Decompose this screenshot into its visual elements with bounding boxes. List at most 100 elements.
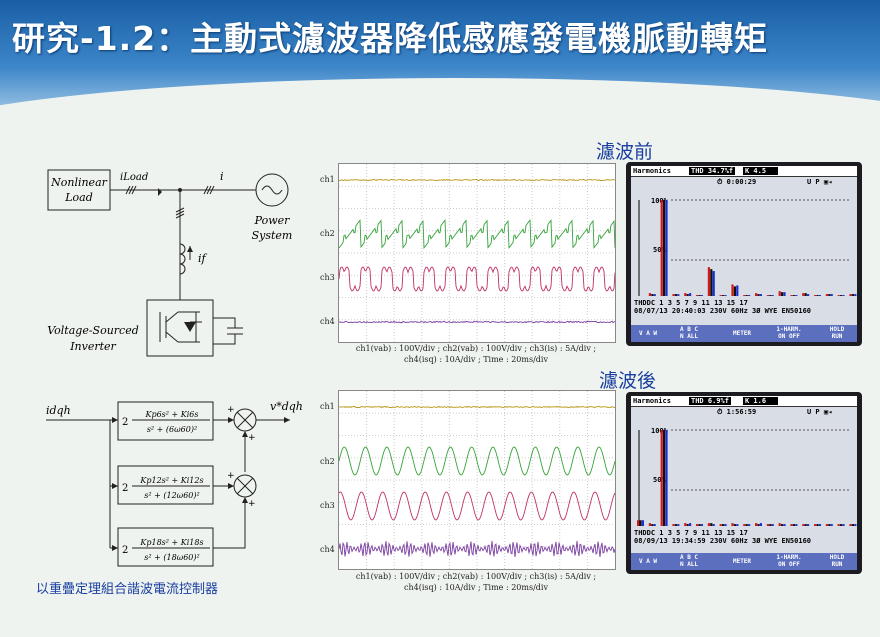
softkey-1[interactable]: V A W — [633, 554, 663, 569]
status-icons: U P ▣◂ — [807, 178, 832, 186]
label-after-filter: 濾波後 — [599, 366, 656, 393]
harmonic-bar-1 — [665, 200, 667, 296]
softkey-row: V A W A B C N ALL METER 1-HARM. ON OFF HOLD … — [631, 325, 857, 342]
tf-block-12: 2 Kp12s² + Ki12s s² + (12ω60)² — [122, 476, 210, 500]
control-diagram: + + + + idqh v*dqh 2 Kp6s² + Ki6s s² + (… — [40, 390, 310, 570]
harmonic-bar-8 — [743, 295, 745, 296]
harmonic-bar-DC — [654, 294, 656, 296]
harmonic-bar-11 — [781, 524, 783, 526]
scope-caption-line2: ch4(isq) : 10A/div ; Time : 20ms/div — [338, 582, 614, 593]
idqh-label: idqh — [46, 404, 71, 417]
harmonic-bar-1 — [661, 200, 663, 296]
harmonic-bar-14 — [819, 524, 821, 526]
plus-sign: + — [227, 471, 235, 481]
load-label-2: Load — [64, 191, 93, 204]
harmonic-bar-10 — [772, 295, 774, 296]
harmonic-bar-THD — [639, 520, 641, 526]
harmonic-bar-11 — [783, 524, 785, 526]
ch2-label: ch2 — [320, 229, 335, 238]
harmonic-bar-3 — [689, 293, 691, 296]
i-label: i — [220, 170, 224, 183]
harmonic-bar-6 — [720, 524, 722, 526]
meter-status-line: 08/09/13 19:34:59 230V 60Hz 3Ø WYE EN501… — [634, 537, 811, 545]
load-label-1: Nonlinear — [50, 176, 108, 189]
harmonic-bar-13 — [807, 294, 809, 296]
ch4-trace — [339, 541, 615, 557]
svg-text:Kp18s² + Ki18s: Kp18s² + Ki18s — [139, 538, 203, 547]
ch4-label: ch4 — [320, 317, 335, 326]
harmonic-bar-12 — [790, 524, 792, 526]
softkey-2[interactable]: A B C N ALL — [671, 554, 707, 569]
harmonic-bar-5 — [708, 267, 710, 296]
harmonic-bar-11 — [779, 291, 781, 296]
harmonic-bar-8 — [748, 524, 750, 526]
harmonic-bar-9 — [757, 294, 759, 296]
softkey-5[interactable]: HOLD RUN — [819, 326, 855, 341]
ch1-label: ch1 — [320, 175, 335, 184]
softkey-5[interactable]: HOLD RUN — [819, 554, 855, 569]
power-label-1: Power — [254, 214, 291, 227]
scope-caption-line1: ch1(vab) : 100V/div ; ch2(vab) : 100V/di… — [338, 571, 614, 582]
harmonic-bar-13 — [807, 524, 809, 526]
harmonic-bar-9 — [755, 293, 757, 296]
harmonic-bar-1 — [661, 430, 663, 526]
harmonic-bar-7 — [734, 524, 736, 526]
softkey-4[interactable]: 1-HARM. ON OFF — [767, 326, 811, 341]
harmonic-bar-15 — [826, 524, 828, 526]
softkey-3[interactable]: METER — [723, 554, 761, 569]
harmonic-bar-16 — [842, 295, 844, 296]
harmonic-bar-11 — [781, 292, 783, 296]
svg-text:s² + (6ω60)²: s² + (6ω60)² — [147, 425, 197, 434]
power-label-2: System — [252, 229, 293, 242]
harmonic-bar-15 — [828, 294, 830, 296]
harmonics-bars — [631, 418, 857, 528]
svg-text:Kp12s² + Ki12s: Kp12s² + Ki12s — [139, 476, 203, 485]
scope-caption-line2: ch4(isq) : 10A/div ; Time : 20ms/div — [338, 354, 614, 365]
tf-block-6: 2 Kp6s² + Ki6s s² + (6ω60)² — [122, 410, 210, 434]
harmonic-bar-13 — [802, 293, 804, 296]
softkey-3[interactable]: METER — [723, 326, 761, 341]
harmonic-bar-11 — [779, 523, 781, 526]
harmonic-bar-9 — [760, 294, 762, 296]
k-factor-readout: K 1.6 — [743, 397, 778, 405]
scope-before-traces — [339, 164, 615, 342]
harmonic-bar-16 — [840, 524, 842, 526]
harmonic-bar-3 — [684, 293, 686, 296]
thd-readout: THD 34.7%f — [689, 167, 735, 175]
ch2-label: ch2 — [320, 457, 335, 466]
harmonic-bar-7 — [731, 523, 733, 526]
harmonic-bar-12 — [790, 295, 792, 296]
harmonic-bar-DC — [649, 523, 651, 526]
harmonic-bar-THD — [637, 520, 639, 526]
status-icons: U P ▣◂ — [807, 408, 832, 416]
circuit-diagram: Nonlinear Load iLoad i if Power System V… — [40, 160, 310, 360]
harmonic-bar-15 — [831, 294, 833, 296]
harmonic-bar-7 — [736, 524, 738, 526]
plus-sign: + — [248, 499, 256, 509]
harmonic-bar-2 — [672, 524, 674, 526]
harmonic-bar-3 — [687, 294, 689, 296]
scope-caption-after: ch1(vab) : 100V/div ; ch2(vab) : 100V/di… — [338, 571, 614, 593]
softkey-4[interactable]: 1-HARM. ON OFF — [767, 554, 811, 569]
harmonic-bar-12 — [793, 524, 795, 526]
plus-sign: + — [248, 433, 256, 443]
harmonic-bar-2 — [677, 524, 679, 526]
harmonic-bar-10 — [769, 295, 771, 296]
elapsed-time: ⏱ 0:00:29 — [717, 178, 756, 187]
harmonic-bar-4 — [698, 295, 700, 296]
harmonic-bar-14 — [814, 295, 816, 296]
svg-text:2: 2 — [122, 545, 128, 556]
harmonic-bar-16 — [842, 524, 844, 526]
meter-status-line: 08/07/13 20:40:03 230V 60Hz 3Ø WYE EN501… — [634, 307, 811, 315]
harmonic-bar-DC — [654, 524, 656, 526]
vdqh-label: v*dqh — [270, 400, 303, 413]
softkey-2[interactable]: A B C N ALL — [671, 326, 707, 341]
svg-text:2: 2 — [122, 417, 128, 428]
harmonic-bar-3 — [689, 523, 691, 526]
scope-after-traces — [339, 391, 615, 569]
harmonic-axis: THDDC 1 3 5 7 9 11 13 15 17 — [634, 529, 748, 537]
label-before-filter: 濾波前 — [596, 137, 653, 164]
harmonic-bar-4 — [698, 524, 700, 526]
softkey-1[interactable]: V A W — [633, 326, 663, 341]
